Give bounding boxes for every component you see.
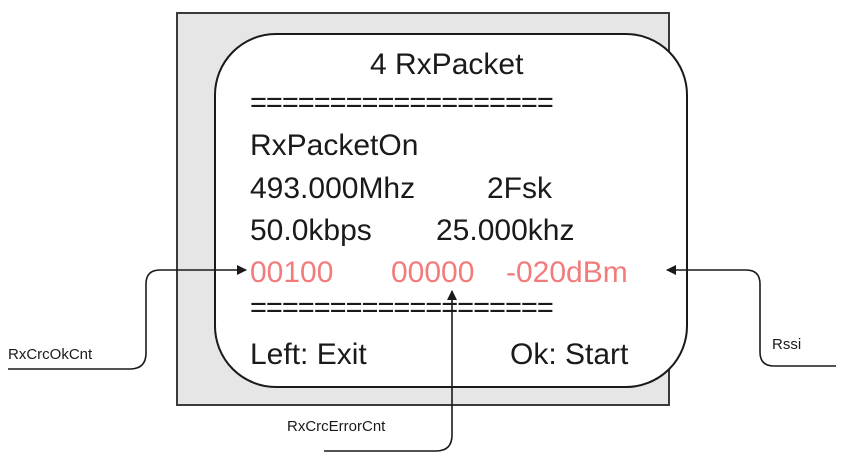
modulation-value: 2Fsk <box>487 172 553 205</box>
crc-error-arrow <box>324 290 457 452</box>
lcd-screen <box>214 33 688 388</box>
rssi-callout-label: Rssi <box>772 336 802 353</box>
divider-bottom: =================== <box>250 292 554 324</box>
screen-title: 4 RxPacket <box>370 48 524 81</box>
rssi-value: -020dBm <box>506 256 628 289</box>
crc-error-count: 00000 <box>391 256 475 289</box>
deviation-value: 25.000khz <box>436 214 575 247</box>
ok-start-hint: Ok: Start <box>510 338 629 371</box>
bitrate-value: 50.0kbps <box>250 214 372 247</box>
mode-label: RxPacketOn <box>250 129 419 162</box>
rssi-arrow <box>666 265 836 367</box>
divider-top: =================== <box>250 87 554 119</box>
left-exit-hint: Left: Exit <box>250 338 367 371</box>
crc-error-callout-label: RxCrcErrorCnt <box>287 418 386 435</box>
crc-ok-callout-label: RxCrcOkCnt <box>8 346 93 363</box>
frequency-value: 493.000Mhz <box>250 172 416 205</box>
crc-ok-arrow <box>8 265 247 370</box>
crc-ok-count: 00100 <box>250 256 334 289</box>
